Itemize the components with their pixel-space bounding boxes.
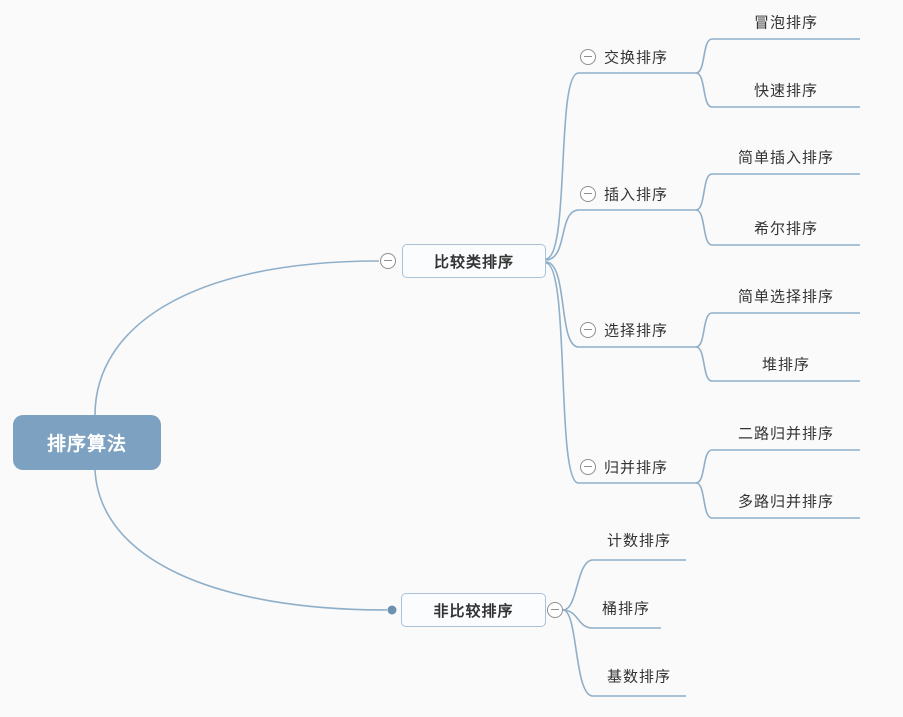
connection-dot-icon xyxy=(387,605,397,615)
topic-simple-selection-sort[interactable]: 简单选择排序 xyxy=(737,288,835,306)
topic-multi-way-merge-sort[interactable]: 多路归并排序 xyxy=(737,493,835,511)
topic-counting-sort[interactable]: 计数排序 xyxy=(606,532,672,550)
collapse-icon[interactable] xyxy=(380,253,396,269)
topic-two-way-merge-sort[interactable]: 二路归并排序 xyxy=(737,425,835,443)
collapse-icon[interactable] xyxy=(580,459,596,475)
topic-heap-sort[interactable]: 堆排序 xyxy=(761,356,811,374)
topic-bucket-sort[interactable]: 桶排序 xyxy=(601,600,651,618)
collapse-icon[interactable] xyxy=(580,322,596,338)
topic-non-comparison-sort[interactable]: 非比较排序 xyxy=(401,593,546,627)
topic-merge-sort[interactable]: 归并排序 xyxy=(604,459,669,477)
topic-shell-sort[interactable]: 希尔排序 xyxy=(753,220,819,238)
topic-selection-sort[interactable]: 选择排序 xyxy=(604,322,669,340)
topic-comparison-sort[interactable]: 比较类排序 xyxy=(402,244,546,278)
collapse-icon[interactable] xyxy=(580,186,596,202)
topic-bubble-sort[interactable]: 冒泡排序 xyxy=(753,14,819,32)
topic-insertion-sort[interactable]: 插入排序 xyxy=(604,186,669,204)
collapse-icon[interactable] xyxy=(580,49,596,65)
collapse-icon[interactable] xyxy=(547,602,563,618)
root-topic[interactable]: 排序算法 xyxy=(13,415,161,470)
topic-quick-sort[interactable]: 快速排序 xyxy=(753,82,819,100)
topic-exchange-sort[interactable]: 交换排序 xyxy=(604,49,669,67)
topic-radix-sort[interactable]: 基数排序 xyxy=(606,668,672,686)
topic-simple-insertion-sort[interactable]: 简单插入排序 xyxy=(737,149,835,167)
